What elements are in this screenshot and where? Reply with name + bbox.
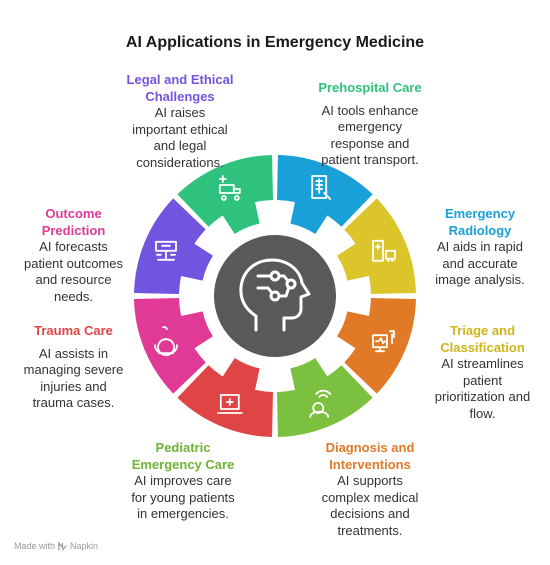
segment-prehospital [177,155,273,234]
scales-of-justice-icon [155,240,177,261]
napkin-logo-icon [58,541,67,550]
diagnosis-description: AI supports complex medical decisions an… [321,473,419,538]
legal-ethical-item: Legal and Ethical Challenges AI raises i… [116,72,244,171]
radiology-description: AI aids in rapid and accurate image anal… [435,239,525,287]
trauma-item: Trauma Care AI assists in managing sever… [16,323,131,412]
brand-label: Napkin [70,541,99,551]
legal-ethical-heading: Legal and Ethical Challenges [126,72,234,104]
diagnosis-item: Diagnosis and Interventions AI supports … [305,440,435,539]
radiology-heading: Emergency Radiology [444,206,516,238]
prehospital-item: Prehospital Care AI tools enhance emerge… [305,80,435,169]
page-title: AI Applications in Emergency Medicine [125,34,425,51]
diagnosis-heading: Diagnosis and Interventions [325,440,415,472]
ai-head-icon [239,258,311,332]
triage-heading: Triage and Classification [440,323,525,355]
medical-laptop-icon [216,394,243,414]
crystal-ball-icon [154,326,178,357]
segment-diagnosis [337,298,416,394]
pediatric-description: AI improves care for young patients in e… [131,473,235,521]
segment-pediatric [277,358,373,437]
center-hub [214,235,336,357]
triage-item: Triage and Classification AI streamlines… [420,323,545,422]
monitor-diagnosis-icon [372,330,395,353]
trauma-description: AI assists in managing severe injuries a… [23,345,124,411]
medical-cart-icon [218,175,241,201]
prehospital-heading: Prehospital Care [318,80,422,95]
radiology-item: Emergency Radiology AI aids in rapid and… [425,206,535,289]
outcome-description: AI forecasts patient outcomes and resour… [23,239,123,304]
mobile-ambulance-icon [372,239,396,262]
legal-ethical-description: AI raises important ethical and legal co… [132,105,228,170]
xray-scan-icon [311,175,332,200]
child-wifi-icon [309,389,332,418]
prehospital-description: AI tools enhance emergency response and … [321,102,419,168]
made-with-label: Made with [14,541,56,551]
segment-trauma [177,358,273,437]
triage-description: AI streamlines patient prioritization an… [434,356,531,421]
segment-legal [134,198,213,294]
trauma-heading: Trauma Care [34,323,113,338]
pediatric-item: Pediatric Emergency Care AI improves car… [118,440,248,523]
footer-credit: Made with Napkin [14,541,98,551]
outcome-heading: Outcome Prediction [41,206,106,238]
pediatric-heading: Pediatric Emergency Care [131,440,235,472]
outcome-item: Outcome Prediction AI forecasts patient … [16,206,131,305]
